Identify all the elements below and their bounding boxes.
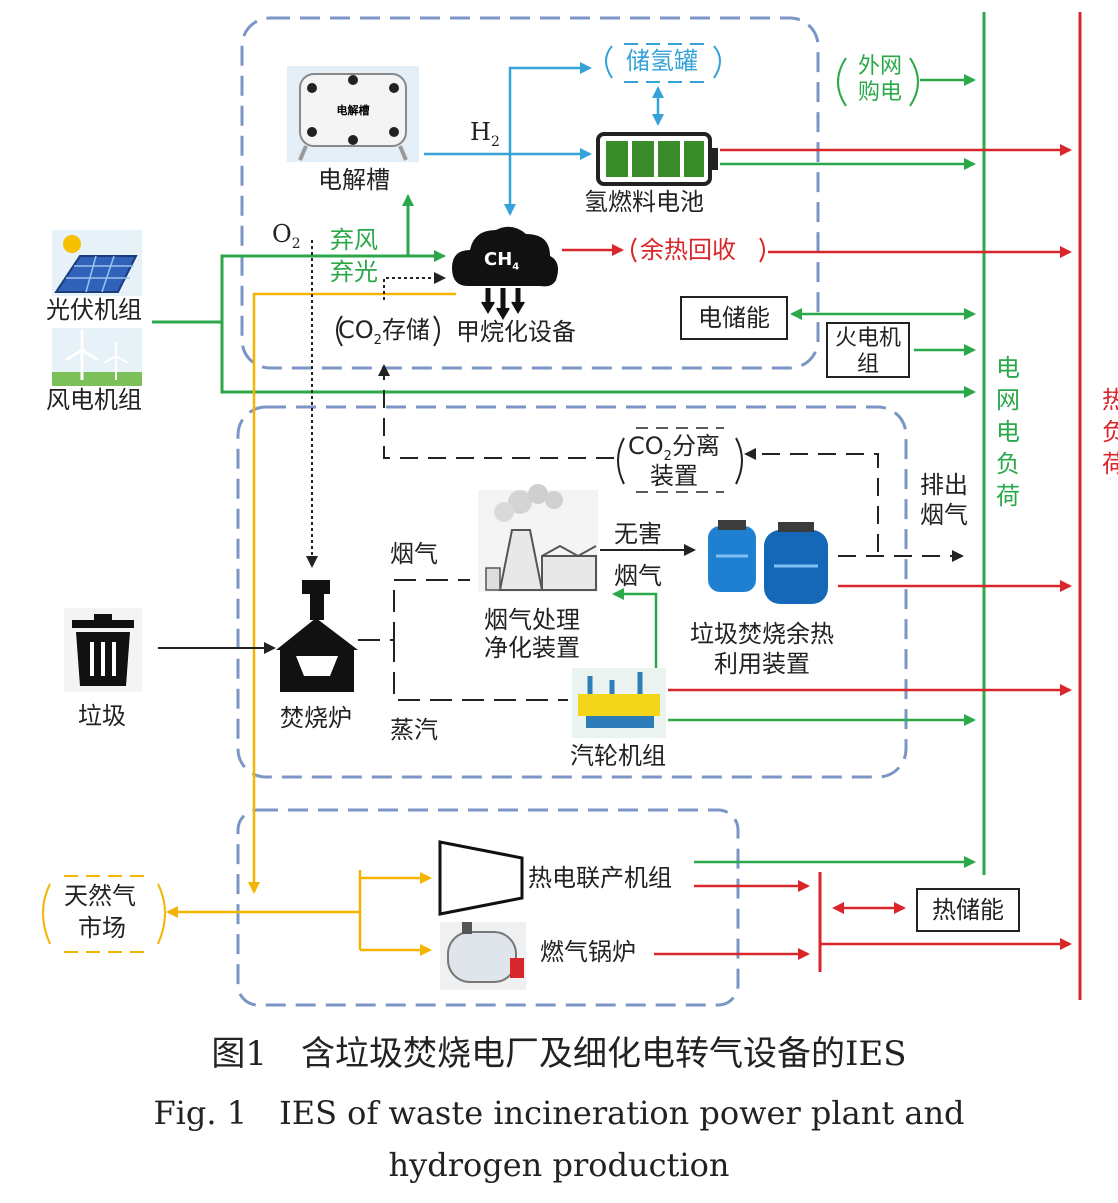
heat-device-label: 垃圾焚烧余热 <box>690 620 834 648</box>
flue-treatment-icon <box>478 484 598 592</box>
electric-storage-box: 电储能 <box>680 296 788 340</box>
h2-tank-bubble <box>605 45 721 79</box>
grid-load-label: 电网电负荷 <box>996 354 1020 510</box>
wind-turbine-icon <box>52 328 142 386</box>
caption-en-1: Fig. 1 IES of waste incineration power p… <box>153 1094 965 1132</box>
co2-storage-text: 存储 <box>381 316 430 344</box>
methanation-label: 甲烷化设备 <box>456 318 576 346</box>
external-grid-label: 外网购电 <box>857 54 902 105</box>
gas-market-label: 天然气 <box>64 882 136 910</box>
external-grid-bubble <box>837 57 919 107</box>
wind-unit-label: 风电机组 <box>46 386 142 414</box>
gas-market-label-2: 市场 <box>78 914 126 942</box>
heat-device-label-2: 利用装置 <box>714 650 810 678</box>
turbine-icon <box>572 668 666 738</box>
chp-label: 热电联产机组 <box>528 864 672 892</box>
curtail-solar-label: 弃光 <box>330 258 378 286</box>
heat-utilization-icon <box>708 520 828 604</box>
gas-market-bubble <box>42 883 166 945</box>
incinerator-label: 焚烧炉 <box>280 704 352 732</box>
h2-label-main: H <box>470 118 491 146</box>
ch4-label: CH4 <box>484 246 519 282</box>
ch4-label-sub: 4 <box>512 261 520 273</box>
co2-storage-sub: 2 <box>373 332 382 348</box>
h2-tank-label: 储氢罐 <box>626 47 698 75</box>
caption-cn: 图1 含垃圾焚烧电厂及细化电转气设备的IES <box>211 1034 907 1074</box>
co2-sep-sub: 2 <box>663 448 672 464</box>
ch4-label-main: CH <box>484 249 513 270</box>
h2-label: H2 <box>470 118 500 156</box>
gas-boiler-label: 燃气锅炉 <box>540 938 636 966</box>
flue-treatment-label-2: 净化装置 <box>484 634 580 662</box>
co2-sep-co: CO <box>628 432 664 460</box>
co2-sep-dash <box>636 427 724 493</box>
heat-storage-box: 热储能 <box>916 888 1020 932</box>
curtail-wind-label: 弃风 <box>330 226 378 254</box>
exhaust-label: 排出烟气 <box>920 471 968 529</box>
heat-recovery-label: 余热回收 <box>640 236 736 264</box>
gas-market-dash <box>64 875 144 953</box>
region-incineration <box>236 405 908 779</box>
o2-label: O2 <box>272 220 301 258</box>
co2-sep-text: 分离 <box>671 432 720 460</box>
chp-icon <box>438 840 524 916</box>
harmless-label: 无害 <box>614 520 662 548</box>
co2-sep-label: CO2分离 <box>628 432 720 471</box>
steam-label: 蒸汽 <box>390 716 438 744</box>
methane-cloud-icon <box>452 226 558 320</box>
region-p2g <box>240 16 820 370</box>
co2-storage-label: CO2存储 <box>338 316 430 355</box>
heat-load-label: 热负荷 <box>1102 386 1118 478</box>
electrolyzer-label: 电解槽 <box>318 166 390 194</box>
electrolyzer-plate: 电解槽 <box>337 103 370 117</box>
thermal-unit-box: 火电机组 <box>826 322 910 378</box>
gas-boiler-icon <box>440 922 526 990</box>
fuel-cell-icon <box>596 132 718 186</box>
fuel-cell-label: 氢燃料电池 <box>584 188 704 216</box>
co2-sep-label-2: 装置 <box>650 462 698 490</box>
incinerator-icon <box>276 580 358 692</box>
flue-gas-label: 烟气 <box>390 540 438 568</box>
electrolyzer-icon: 电解槽 <box>287 66 419 162</box>
co2-sep-bubble <box>617 437 743 485</box>
flue-treatment-label: 烟气处理 <box>484 606 580 634</box>
heat-recovery-bubble <box>631 237 765 263</box>
garbage-label: 垃圾 <box>78 702 126 730</box>
trash-bin-icon <box>64 608 142 692</box>
turbine-label: 汽轮机组 <box>570 742 666 770</box>
region-gas <box>236 808 740 1007</box>
pv-unit-label: 光伏机组 <box>46 296 142 324</box>
caption-en-2: hydrogen production <box>388 1146 730 1184</box>
solar-panel-icon <box>52 230 142 296</box>
o2-label-sub: 2 <box>291 235 301 252</box>
h2-tank-dash <box>624 43 704 83</box>
o2-label-main: O <box>272 220 292 248</box>
co2-storage-co: CO <box>338 316 374 344</box>
co2-storage-bubble <box>336 315 440 347</box>
harmless-flue-label: 烟气 <box>614 562 662 590</box>
h2-label-sub: 2 <box>490 133 500 150</box>
